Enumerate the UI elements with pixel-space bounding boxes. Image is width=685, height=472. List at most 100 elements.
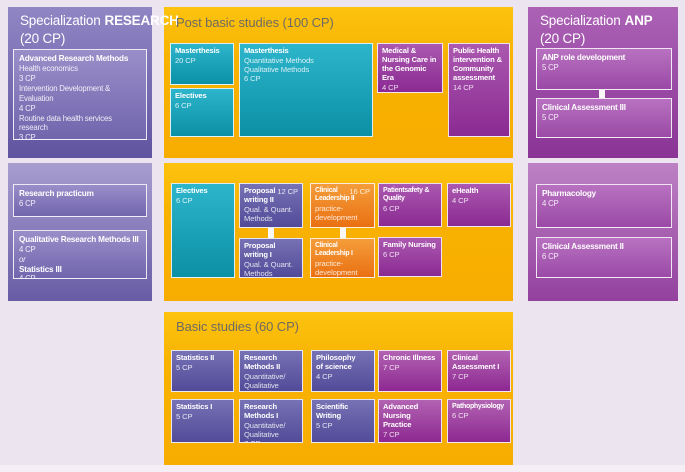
course-box-family-nursing: Family Nursing 6 CP <box>378 237 442 277</box>
course-line: Quantitative Methods <box>244 55 314 65</box>
anp-title-prefix: Specialization <box>540 13 621 28</box>
course-cp: 5 CP <box>176 362 193 372</box>
course-title: Electives <box>176 186 208 195</box>
course-line: Qual. & Quant. <box>244 204 293 214</box>
post-basic-header: Post basic studies (100 CP) <box>176 15 334 30</box>
course-title: Clinical Leadership I <box>315 242 353 258</box>
course-title: Proposal writing I <box>244 241 276 259</box>
course-cp: 7 CP <box>452 371 469 381</box>
course-title: Research Methods I <box>244 402 279 420</box>
course-title: Advanced Research Methods <box>19 54 129 63</box>
connector-clinical-leadership <box>340 228 346 238</box>
course-title: Clinical Leadership II <box>315 187 355 203</box>
course-cp: 4 CP <box>19 244 36 254</box>
course-title: Research practicum <box>19 189 94 198</box>
course-cp: 14 CP <box>453 82 474 92</box>
course-line: Quantitative/ <box>244 371 286 381</box>
course-cp: 6 CP <box>542 251 559 261</box>
course-line: Health economics <box>19 63 78 73</box>
course-cp: 6 CP <box>383 249 400 259</box>
course-title: eHealth <box>452 186 479 195</box>
course-box-ehealth: eHealth 4 CP <box>447 183 511 227</box>
course-title: Statistics II <box>176 353 215 362</box>
course-box-clinical-leadership-2: 16 CP Clinical Leadership II practice- d… <box>310 183 375 228</box>
course-title: Medical & Nursing Care in the Genomic Er… <box>382 46 437 82</box>
course-title: Pathophysiology <box>452 403 504 410</box>
course-cp: 3 CP <box>19 133 36 140</box>
course-title: Pharmacology <box>542 189 597 198</box>
course-box-electives-top: Electives 6 CP <box>170 88 234 137</box>
course-line: Qualitative <box>244 381 279 391</box>
course-cp: 7 CP <box>383 429 400 439</box>
course-cp: 7 CP <box>244 390 299 391</box>
course-box-public-health: Public Health intervention & Community a… <box>448 43 510 137</box>
course-line: development <box>315 212 358 222</box>
course-box-masterthesis-large: Masterthesis Quantitative Methods Qualit… <box>239 43 373 137</box>
course-line: Routine data health services research <box>19 113 112 133</box>
course-box-pharmacology: Pharmacology 4 CP <box>536 184 672 228</box>
course-box-anp-role-development: ANP role development 5 CP <box>536 48 672 90</box>
course-box-advanced-research-methods: Advanced Research Methods Health economi… <box>13 49 147 140</box>
course-cp: 3 CP <box>19 73 36 83</box>
course-line: Quantitative/ <box>244 420 286 430</box>
course-cp: 6 CP <box>176 195 193 205</box>
course-title: Proposal writing II <box>244 186 276 204</box>
course-cp: 4 CP <box>316 371 333 381</box>
course-title: Chronic Illness <box>383 353 436 362</box>
course-cp: 4 CP <box>19 274 36 279</box>
course-cp: 20 CP <box>175 55 196 65</box>
course-title: Masterthesis <box>244 46 289 55</box>
course-box-philosophy: Philosophy of science 4 CP <box>311 350 375 392</box>
course-box-advanced-nursing: Advanced Nursing Practice 7 CP <box>378 399 442 443</box>
course-title: Qualitative Research Methods III <box>19 235 139 244</box>
course-title: Philosophy of science <box>316 353 356 371</box>
course-line: Intervention Development & Evaluation <box>19 83 111 103</box>
course-cp: 5 CP <box>542 112 559 122</box>
research-title-prefix: Specialization <box>20 13 101 28</box>
course-box-clinical-assessment-3: Clinical Assessment III 5 CP <box>536 98 672 138</box>
course-line: practice- <box>315 258 344 268</box>
course-cp: 5 CP <box>316 420 333 430</box>
course-line: Qual. & Quant. <box>244 259 293 269</box>
course-title: Masterthesis <box>175 46 220 55</box>
course-box-clinical-leadership-1: Clinical Leadership I practice- developm… <box>310 238 375 278</box>
research-panel-cp: (20 CP) <box>20 31 66 47</box>
course-title: Electives <box>175 91 207 100</box>
course-box-statistics-2: Statistics II 5 CP <box>171 350 234 392</box>
basic-studies-header: Basic studies (60 CP) <box>176 319 299 334</box>
course-cp: 5 CP <box>176 411 193 421</box>
course-cp: 4 CP <box>382 82 399 92</box>
course-cp: 6 CP <box>244 74 261 84</box>
course-line: Qualitative <box>244 430 279 440</box>
course-cp: 7 CP <box>383 362 400 372</box>
course-box-chronic-illness: Chronic Illness 7 CP <box>378 350 442 392</box>
or-separator: or <box>19 254 26 264</box>
course-cp: 6 CP <box>452 411 469 421</box>
course-title: Clinical Assessment I <box>452 353 500 371</box>
course-title: ANP role development <box>542 53 626 62</box>
course-box-proposal-writing-2: 12 CP Proposal writing II Qual. & Quant.… <box>239 183 303 228</box>
course-title: Family Nursing <box>383 240 436 249</box>
course-cp: 4 CP <box>542 198 559 208</box>
bottom-margin-strip <box>0 465 685 472</box>
course-box-statistics-1: Statistics I 5 CP <box>171 399 234 443</box>
course-cp: 7 CP <box>244 439 299 442</box>
course-cp: 6 CP <box>19 198 36 208</box>
course-box-research-methods-1: Research Methods I Quantitative/ Qualita… <box>239 399 303 443</box>
course-line: Methods <box>244 269 273 278</box>
course-cp: 6 CP <box>383 203 400 213</box>
course-box-clinical-assessment-2: Clinical Assessment II 6 CP <box>536 237 672 278</box>
course-box-proposal-writing-1: Proposal writing I Qual. & Quant. Method… <box>239 238 303 278</box>
course-box-electives-mid: Electives 6 CP <box>171 183 235 278</box>
course-line: development <box>315 267 358 277</box>
course-box-research-methods-2: Research Methods II Quantitative/ Qualit… <box>239 350 303 392</box>
course-cp: 12 CP <box>277 187 298 196</box>
course-cp: 5 CP <box>542 62 559 72</box>
course-title: Public Health intervention & Community a… <box>453 46 502 82</box>
course-line: Qualitative Methods <box>244 65 310 75</box>
